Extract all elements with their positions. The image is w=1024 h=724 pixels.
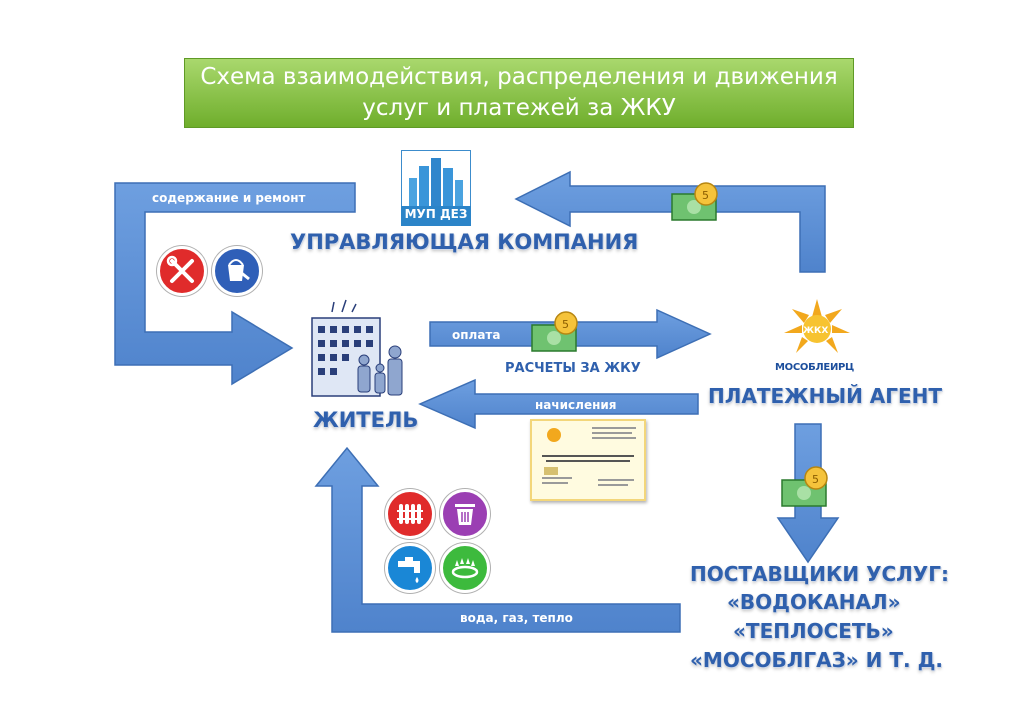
water-tap-icon <box>385 543 435 593</box>
management-logo-text: МУП ДЕЗ <box>404 207 468 221</box>
arrow-charges <box>418 378 699 430</box>
invoice-icon <box>542 427 636 486</box>
agent-label: ПЛАТЕЖНЫЙ АГЕНТ <box>708 384 943 408</box>
svg-text:5: 5 <box>702 189 709 202</box>
repair-tools-icon <box>157 246 207 296</box>
label-payment: оплата <box>452 328 501 342</box>
settlements-label: РАСЧЕТЫ ЗА ЖКУ <box>505 361 641 376</box>
title-line-1: Схема взаимодействия, распределения и дв… <box>200 64 838 90</box>
invoice-document <box>530 419 646 501</box>
trash-bin-icon <box>440 489 490 539</box>
agent-logo-text: МОСОБЛЕИРЦ <box>775 362 855 373</box>
label-utilities: вода, газ, тепло <box>460 611 573 625</box>
supplier-teploset: «ТЕПЛОСЕТЬ» <box>733 619 894 643</box>
label-maintenance: содержание и ремонт <box>152 191 306 205</box>
building-logo-icon <box>400 149 472 227</box>
arrow-maintenance <box>114 182 356 386</box>
suppliers-title: ПОСТАВЩИКИ УСЛУГ: <box>690 562 949 586</box>
banknote-coin-icon: 5 <box>530 307 582 360</box>
paint-bucket-icon <box>212 246 262 296</box>
diagram-title: Схема взаимодействия, распределения и дв… <box>184 58 854 128</box>
svg-text:5: 5 <box>812 473 819 486</box>
agent-logo-inner-text: ЖКХ <box>803 326 829 336</box>
banknote-coin-icon: 5 <box>670 180 722 229</box>
arrow-utilities <box>314 446 681 633</box>
gas-burner-icon <box>440 543 490 593</box>
svg-text:5: 5 <box>562 318 569 331</box>
supplier-vodokanal: «ВОДОКАНАЛ» <box>727 590 901 614</box>
banknote-coin-icon: 5 <box>780 462 832 515</box>
management-logo <box>400 149 472 227</box>
house-family-icon <box>311 299 403 397</box>
radiator-icon <box>385 489 435 539</box>
resident-illustration <box>292 298 412 404</box>
title-line-2: услуг и платежей за ЖКУ <box>362 95 676 121</box>
label-charges: начисления <box>535 398 617 412</box>
management-label: УПРАВЛЯЮЩАЯ КОМПАНИЯ <box>290 230 639 254</box>
agent-logo <box>780 295 854 361</box>
sun-logo-icon <box>784 299 850 353</box>
resident-label: ЖИТЕЛЬ <box>313 408 419 432</box>
supplier-mosoblgaz: «МОСОБЛГАЗ» И Т. Д. <box>690 648 943 672</box>
